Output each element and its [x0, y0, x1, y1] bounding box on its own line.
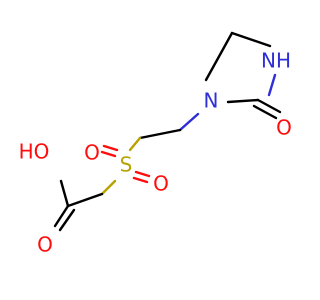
bond-carboxyl-o-2	[58, 208, 76, 232]
atom-acid-o: O	[37, 233, 53, 257]
bond-carbonyl-1	[256, 98, 282, 114]
bond-ch2-carboxyl	[66, 192, 104, 208]
bond-ch2-s	[128, 136, 142, 152]
bond-n1-carbonylc	[226, 98, 260, 104]
bond-s-o-right-2	[132, 176, 149, 184]
bond-s-o-left-1	[102, 144, 119, 152]
bond-carbonyl-2	[252, 104, 278, 120]
atom-carbonyl-o: O	[276, 116, 292, 140]
bond-ring-ch2-ch2	[230, 31, 272, 48]
atom-s-o-right: O	[153, 172, 169, 196]
bond-s-o-right-1	[134, 170, 151, 178]
atom-n1: N	[204, 89, 219, 113]
bond-nh-carbonylc	[267, 73, 277, 97]
atom-nh: NH	[261, 49, 291, 73]
atom-ho: HO	[19, 140, 50, 164]
bond-s-o-left-2	[100, 150, 117, 158]
bond-n1-ch2	[178, 112, 200, 132]
atom-s-o-left: O	[84, 141, 100, 165]
bond-s-ch2	[100, 179, 117, 196]
bond-carboxyl-o-1	[53, 204, 70, 228]
atom-s: S	[120, 153, 133, 177]
bonds	[53, 31, 282, 232]
bond-carboxyl-ho	[59, 179, 70, 208]
bond-ring-ch2-n1	[204, 31, 234, 82]
atom-labels: NH N O S O O HO O	[19, 49, 292, 257]
structure-diagram: NH N O S O O HO O	[19, 31, 292, 257]
bond-ch2-ch2	[138, 128, 182, 140]
